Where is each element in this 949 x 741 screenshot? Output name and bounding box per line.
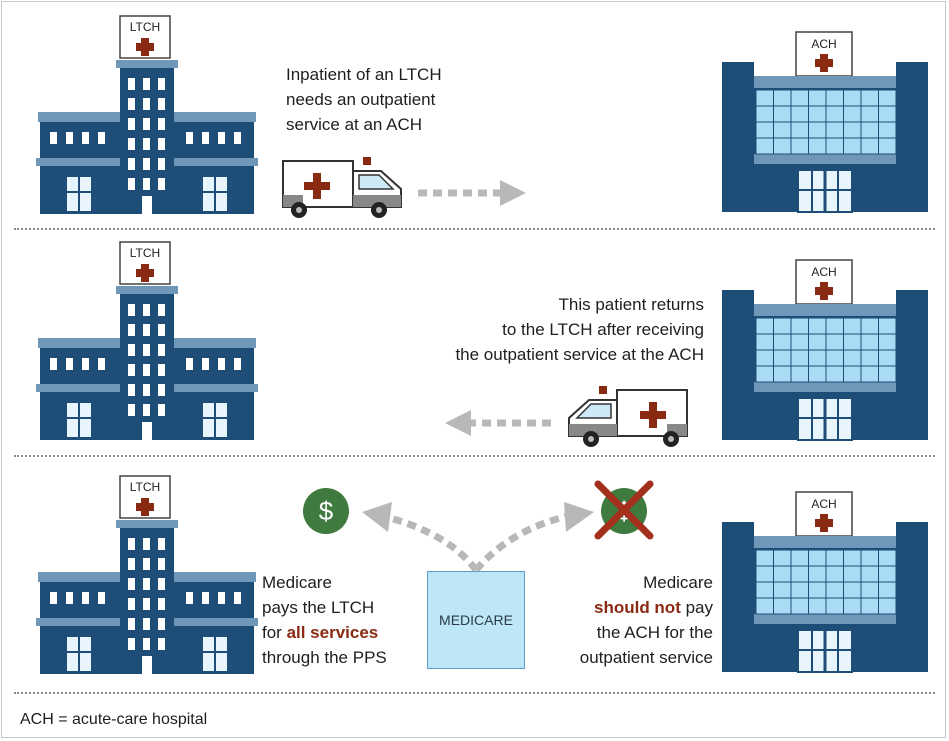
ltch-label: LTCH <box>130 480 160 494</box>
medical-cross-icon <box>815 282 833 300</box>
footnote: ACH = acute-care hospital <box>20 711 208 728</box>
ach-building: ACH <box>722 31 928 213</box>
ach-payment-suffix: pay <box>680 598 713 617</box>
panel1-line: needs an outpatient <box>286 90 436 109</box>
medical-cross-icon <box>815 514 833 532</box>
panel1-description: Inpatient of an LTCH needs an outpatient… <box>286 62 442 137</box>
row-divider <box>14 455 935 457</box>
medical-cross-icon <box>136 498 154 516</box>
panel2-description: This patient returns to the LTCH after r… <box>455 292 704 367</box>
medical-cross-icon <box>136 38 154 56</box>
ambulance-icon <box>568 386 688 447</box>
ltch-payment-line: Medicare <box>262 573 332 592</box>
panel2-line: to the LTCH after receiving <box>502 320 704 339</box>
panel2-line: This patient returns <box>558 295 704 314</box>
window-grid <box>755 89 897 155</box>
panel1-line: Inpatient of an LTCH <box>286 65 442 84</box>
arrow-left-icon <box>445 410 553 436</box>
ltch-building: LTCH <box>36 241 258 440</box>
split-arrows-icon <box>362 502 594 573</box>
medicare-box: MEDICARE <box>427 571 525 669</box>
ach-payment-text: Medicare should not pay the ACH for the … <box>580 570 713 670</box>
ltch-label: LTCH <box>130 20 160 34</box>
dollar-coin-icon: $ <box>303 488 349 534</box>
panel2-line: the outpatient service at the ACH <box>455 345 704 364</box>
ach-building: ACH <box>722 259 928 441</box>
ach-payment-line: outpatient service <box>579 648 713 667</box>
ach-payment-line: should not pay <box>580 595 713 620</box>
window-grid <box>755 549 897 615</box>
ach-label: ACH <box>811 37 836 51</box>
medical-cross-icon <box>815 54 833 72</box>
ltch-payment-text: Medicare pays the LTCH for all services … <box>262 570 387 670</box>
should-not-emphasis: should not <box>593 598 681 617</box>
row-divider <box>14 228 935 230</box>
medical-cross-icon <box>136 264 154 282</box>
arrow-right-icon <box>418 180 526 206</box>
ach-building: ACH <box>722 491 928 673</box>
dollar-symbol: $ <box>319 496 334 526</box>
ltch-payment-line: through the PPS <box>262 648 387 667</box>
ltch-building: LTCH <box>36 475 258 674</box>
crossed-out-dollar-icon: $ <box>594 480 654 540</box>
ltch-label: LTCH <box>130 246 160 260</box>
row-divider <box>14 692 935 694</box>
ach-label: ACH <box>811 265 836 279</box>
ach-payment-line: Medicare <box>643 573 713 592</box>
panel1-line: service at an ACH <box>286 115 423 134</box>
ltch-building: LTCH <box>36 15 258 214</box>
ambulance-icon <box>282 157 402 218</box>
window-grid <box>755 317 897 383</box>
ach-payment-line: the ACH for the <box>596 623 713 642</box>
ltch-payment-line: pays the LTCH <box>262 598 375 617</box>
ltch-payment-prefix: for <box>262 623 287 642</box>
ach-label: ACH <box>811 497 836 511</box>
all-services-emphasis: all services <box>286 623 379 642</box>
ltch-payment-line: for all services <box>262 620 387 645</box>
